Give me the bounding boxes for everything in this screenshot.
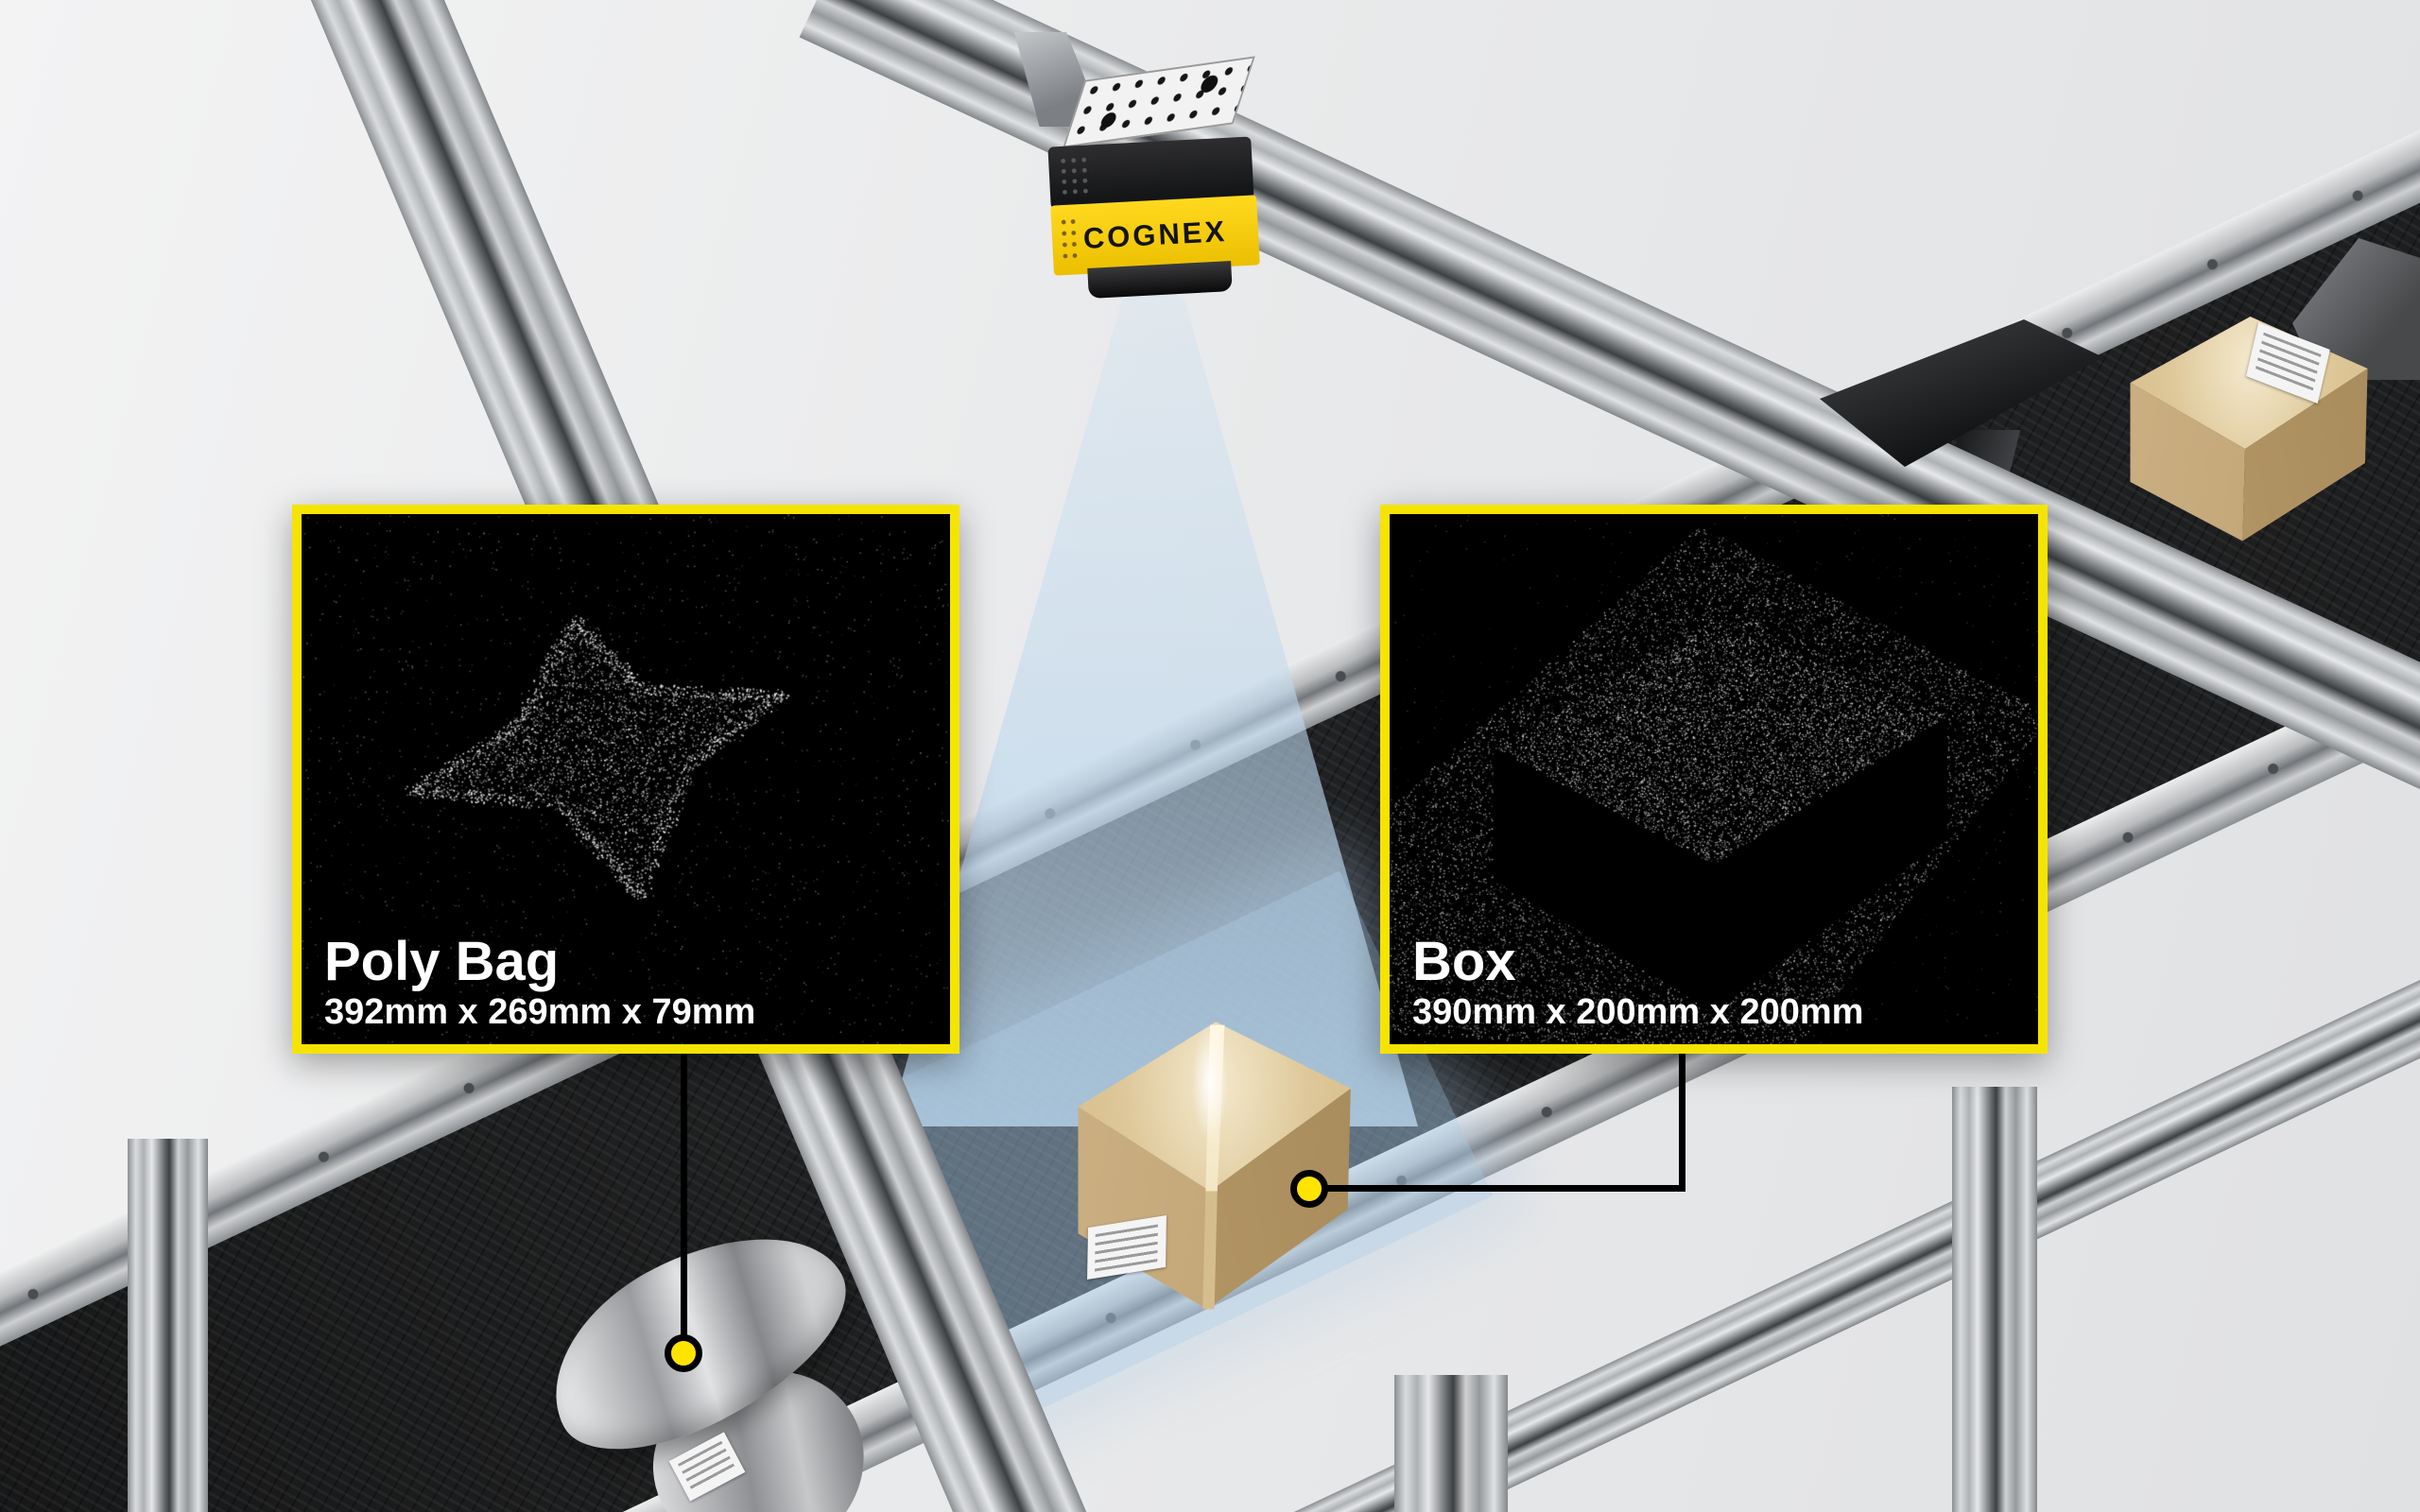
callout-polybag: Poly Bag 392mm x 269mm x 79mm [292, 505, 959, 1054]
camera-heatsink-plate [1063, 56, 1255, 148]
frame-post-center [1394, 1375, 1508, 1512]
pointcloud-polybag [302, 514, 950, 1044]
pointcloud-box [1390, 514, 2038, 1044]
carton-under-scanner [1063, 1016, 1357, 1318]
callout-box-label: Box 390mm x 200mm x 200mm [1412, 933, 1863, 1033]
measure-point-box [1290, 1170, 1328, 1208]
carton-tape-front [1202, 1191, 1218, 1310]
callout-box-title: Box [1412, 931, 1516, 993]
frame-post-left [128, 1139, 208, 1512]
camera-brand-label: COGNEX [1081, 215, 1228, 255]
callout-polybag-label: Poly Bag 392mm x 269mm x 79mm [324, 933, 755, 1033]
callout-polybag-title: Poly Bag [324, 931, 560, 993]
measure-point-polybag [665, 1334, 702, 1372]
callout-polybag-dimensions: 392mm x 269mm x 79mm [324, 992, 756, 1032]
frame-post-right [1952, 1087, 2037, 1512]
callout-box-dimensions: 390mm x 200mm x 200mm [1412, 992, 1864, 1032]
camera-led-dots [1058, 215, 1082, 265]
poly-bag-package [518, 1194, 901, 1512]
callout-box: Box 390mm x 200mm x 200mm [1380, 505, 2048, 1054]
connector-line-box-horizontal [1309, 1185, 1685, 1192]
connector-line-polybag [681, 1051, 687, 1355]
camera-vent-dots [1057, 154, 1095, 200]
carton-top-right [2118, 312, 2373, 548]
carton-highlight [1192, 1022, 1228, 1143]
camera-lens-window [1087, 261, 1233, 299]
cognex-3d-camera: COGNEX [997, 26, 1281, 310]
connector-line-box-vertical [1679, 1051, 1685, 1191]
